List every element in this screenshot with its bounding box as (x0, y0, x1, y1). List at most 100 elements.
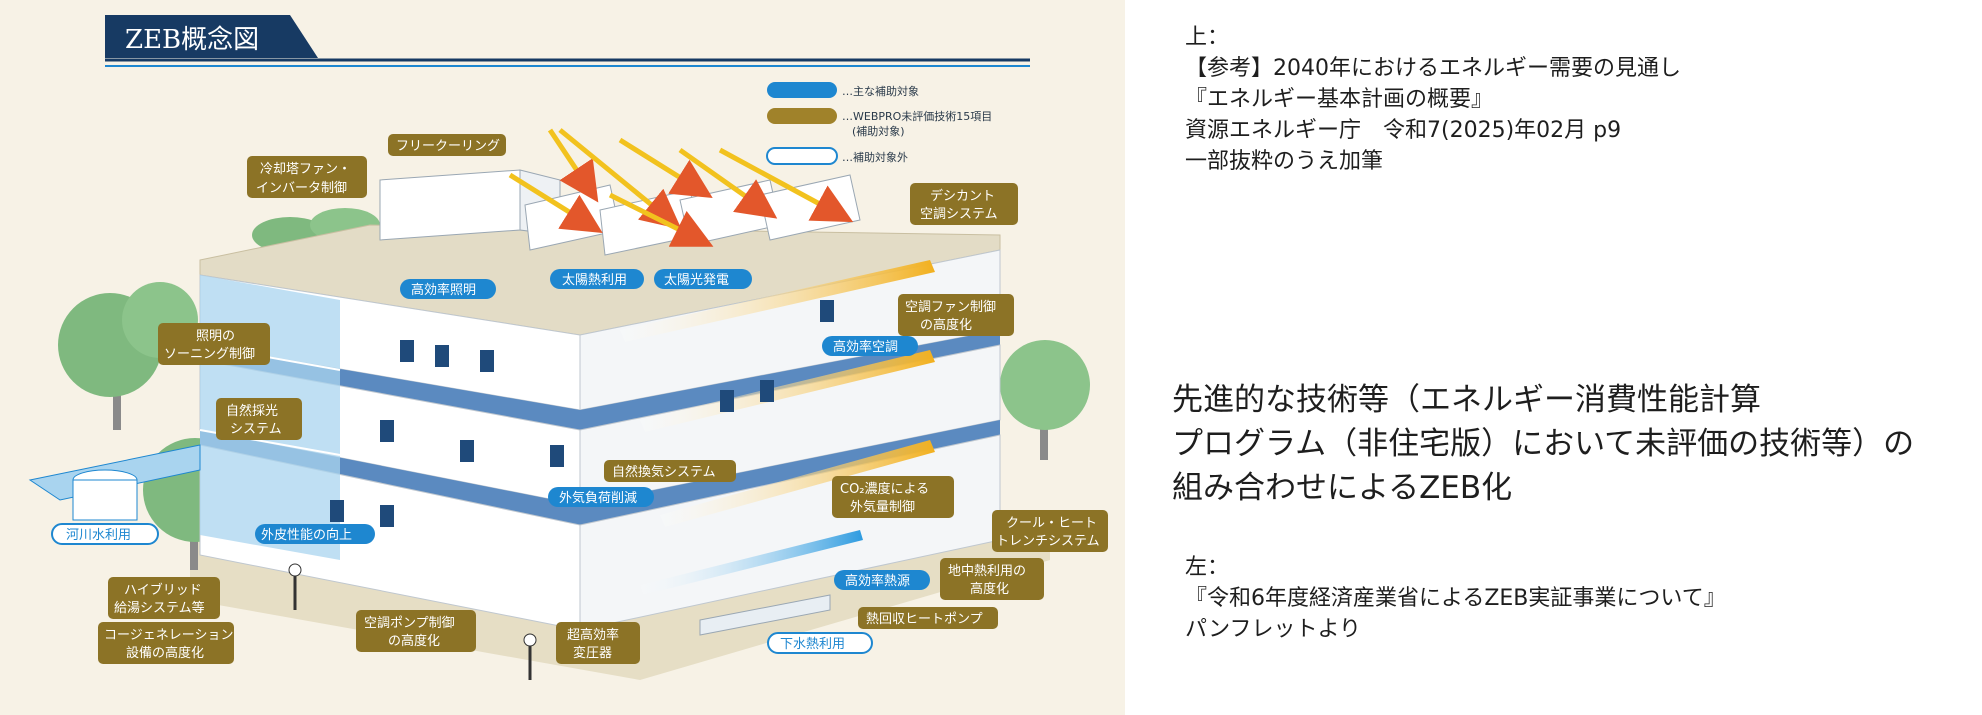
trees (58, 208, 1090, 570)
source-note-left: 左： 『令和6年度経済産業省によるZEB実証事業について』 パンフレットより (1185, 552, 1726, 645)
label-co2-text: CO₂濃度による (840, 481, 929, 497)
zeb-concept-figure: ZEB概念図 …主な補助対象 …WEBPRO未評価技術15項目 (補助対象) …… (0, 0, 1125, 715)
label-zoning-text: 照明の (196, 329, 235, 344)
label-shizen-kanki-box (604, 460, 736, 482)
label-reitou-text: インバータ制御 (256, 181, 347, 196)
note-top-line: 資源エネルギー庁 令和7(2025)年02月 p9 (1185, 118, 1622, 143)
label-free-cooling: フリークーリング (388, 134, 506, 156)
headline-line: プログラム（非住宅版）において未評価の技術等）の (1172, 426, 1915, 462)
label-desiccant-text: 空調システム (920, 207, 998, 222)
legend-swatch-main (767, 82, 837, 98)
label-shizen-kanki-text: 自然換気システム (612, 464, 716, 480)
label-chichu-text: 高度化 (970, 581, 1009, 597)
label-fan-control-text: の高度化 (920, 317, 972, 333)
label-pump: 空調ポンプ制御 の高度化 (356, 610, 476, 652)
label-saiko-box (216, 398, 302, 440)
label-taiyo-hatsuden: 太陽光発電 (654, 269, 752, 289)
label-reitou-box (247, 156, 367, 198)
label-gaihi: 外皮性能の向上 (255, 524, 375, 544)
label-fan-control: 空調ファン制御 の高度化 (898, 294, 1014, 336)
note-top-line: 上： (1185, 25, 1230, 50)
label-gesui-box (767, 632, 873, 654)
label-saiko-text: 自然採光 (226, 403, 278, 419)
label-heat-pump-box (858, 607, 998, 629)
label-co2-box (832, 476, 954, 518)
label-fan-control-text: 空調ファン制御 (905, 300, 996, 315)
label-desiccant-box (910, 183, 1018, 225)
label-henatsu-text: 変圧器 (573, 645, 612, 661)
label-hybrid-text: 給湯システム等 (114, 600, 205, 616)
label-gaihi-text: 外皮性能の向上 (261, 527, 352, 543)
label-henatsu-text: 超高効率 (567, 627, 619, 643)
label-kokoritsu-shomei-text: 高効率照明 (411, 282, 476, 298)
legend: …主な補助対象 …WEBPRO未評価技術15項目 (補助対象) …補助対象外 (766, 82, 992, 165)
label-taiyo-hatsuden-text: 太陽光発電 (664, 273, 729, 288)
legend-webpro-sub: (補助対象) (852, 124, 905, 138)
label-fan-control-box (898, 294, 1014, 336)
label-pump-text: の高度化 (388, 633, 440, 649)
label-zoning-box (158, 323, 270, 365)
label-kokoritsu-shomei-box (400, 279, 496, 299)
label-hybrid-box (108, 577, 220, 619)
note-top-line: 【参考】2040年におけるエネルギー需要の見通し (1185, 56, 1681, 81)
label-heat-pump-text: 熱回収ヒートポンプ (866, 612, 983, 627)
label-zoning-text: ソーニング制御 (164, 347, 255, 362)
label-henatsu-box (556, 622, 640, 664)
note-left-line: 左： (1185, 555, 1230, 580)
zeb-diagram: ZEB概念図 …主な補助対象 …WEBPRO未評価技術15項目 (補助対象) …… (28, 15, 1108, 680)
sun-rays (508, 128, 854, 247)
label-taiyo-netsu-box (550, 269, 644, 289)
label-cool-heat-text: トレンチシステム (996, 534, 1100, 549)
label-kokoritsu-shomei: 高効率照明 (400, 279, 496, 299)
label-gaiki-fuka-box (548, 487, 654, 507)
label-kokoritsu-kucho: 高効率空調 (822, 336, 918, 356)
note-left-line: パンフレットより (1185, 617, 1362, 642)
legend-swatch-webpro (767, 108, 837, 124)
headline: 先進的な技術等（エネルギー消費性能計算 プログラム（非住宅版）において未評価の技… (1172, 378, 1914, 510)
headline-line: 組み合わせによるZEB化 (1172, 470, 1513, 506)
label-free-cooling-text: フリークーリング (396, 139, 500, 154)
label-kokoritsu-netsugen-text: 高効率熱源 (845, 573, 910, 589)
label-hybrid: ハイブリッド 給湯システム等 (108, 577, 220, 619)
label-pump-box (356, 610, 476, 652)
label-gesui-text: 下水熱利用 (780, 637, 845, 652)
source-note-top: 上： 【参考】2040年におけるエネルギー需要の見通し 『エネルギー基本計画の概… (1185, 22, 1681, 177)
label-gaiki-fuka-text: 外気負荷削減 (559, 490, 637, 506)
figure-title: ZEB概念図 (125, 25, 259, 55)
label-gaihi-box (255, 524, 375, 544)
label-cool-heat: クール・ヒート トレンチシステム (992, 510, 1108, 552)
label-zoning: 照明の ソーニング制御 (158, 323, 270, 365)
legend-none: …補助対象外 (842, 150, 908, 164)
label-saiko: 自然採光 システム (216, 398, 302, 440)
label-kasensui-text: 河川水利用 (66, 528, 131, 543)
label-kokoritsu-kucho-box (822, 336, 918, 356)
legend-swatch-none (766, 147, 838, 165)
label-gesui: 下水熱利用 (767, 632, 873, 654)
label-shizen-kanki: 自然換気システム (604, 460, 736, 482)
label-reitou: 冷却塔ファン・ インバータ制御 (247, 156, 367, 198)
label-cogen-box (98, 622, 234, 664)
tech-labels: 冷却塔ファン・ インバータ制御 フリークーリング デシカント 空調システム 空調… (51, 134, 1108, 664)
label-kokoritsu-netsugen: 高効率熱源 (834, 570, 930, 590)
label-kasensui: 河川水利用 (51, 523, 159, 545)
label-pump-text: 空調ポンプ制御 (364, 616, 455, 631)
label-chichu-box (940, 558, 1044, 600)
label-kasensui-box (51, 523, 159, 545)
label-cool-heat-text: クール・ヒート (1006, 516, 1097, 531)
label-reitou-text: 冷却塔ファン・ (260, 162, 351, 177)
label-free-cooling-box (388, 134, 506, 156)
legend-main: …主な補助対象 (842, 84, 919, 98)
label-cogen: コージェネレーション 設備の高度化 (98, 622, 234, 664)
label-gaiki-fuka: 外気負荷削減 (548, 487, 654, 507)
label-saiko-text: システム (230, 422, 282, 437)
note-top-line: 一部抜粋のうえ加筆 (1185, 149, 1384, 174)
note-left-line: 『令和6年度経済産業省によるZEB実証事業について』 (1185, 586, 1726, 611)
label-cogen-text: コージェネレーション (104, 628, 233, 643)
office-desks (330, 300, 834, 527)
label-chichu: 地中熱利用の 高度化 (940, 558, 1044, 600)
label-kokoritsu-kucho-text: 高効率空調 (833, 339, 898, 355)
label-chichu-text: 地中熱利用の (948, 564, 1026, 579)
air-flows (620, 260, 935, 595)
legend-webpro: …WEBPRO未評価技術15項目 (842, 109, 992, 123)
label-co2: CO₂濃度による 外気量制御 (832, 476, 954, 518)
